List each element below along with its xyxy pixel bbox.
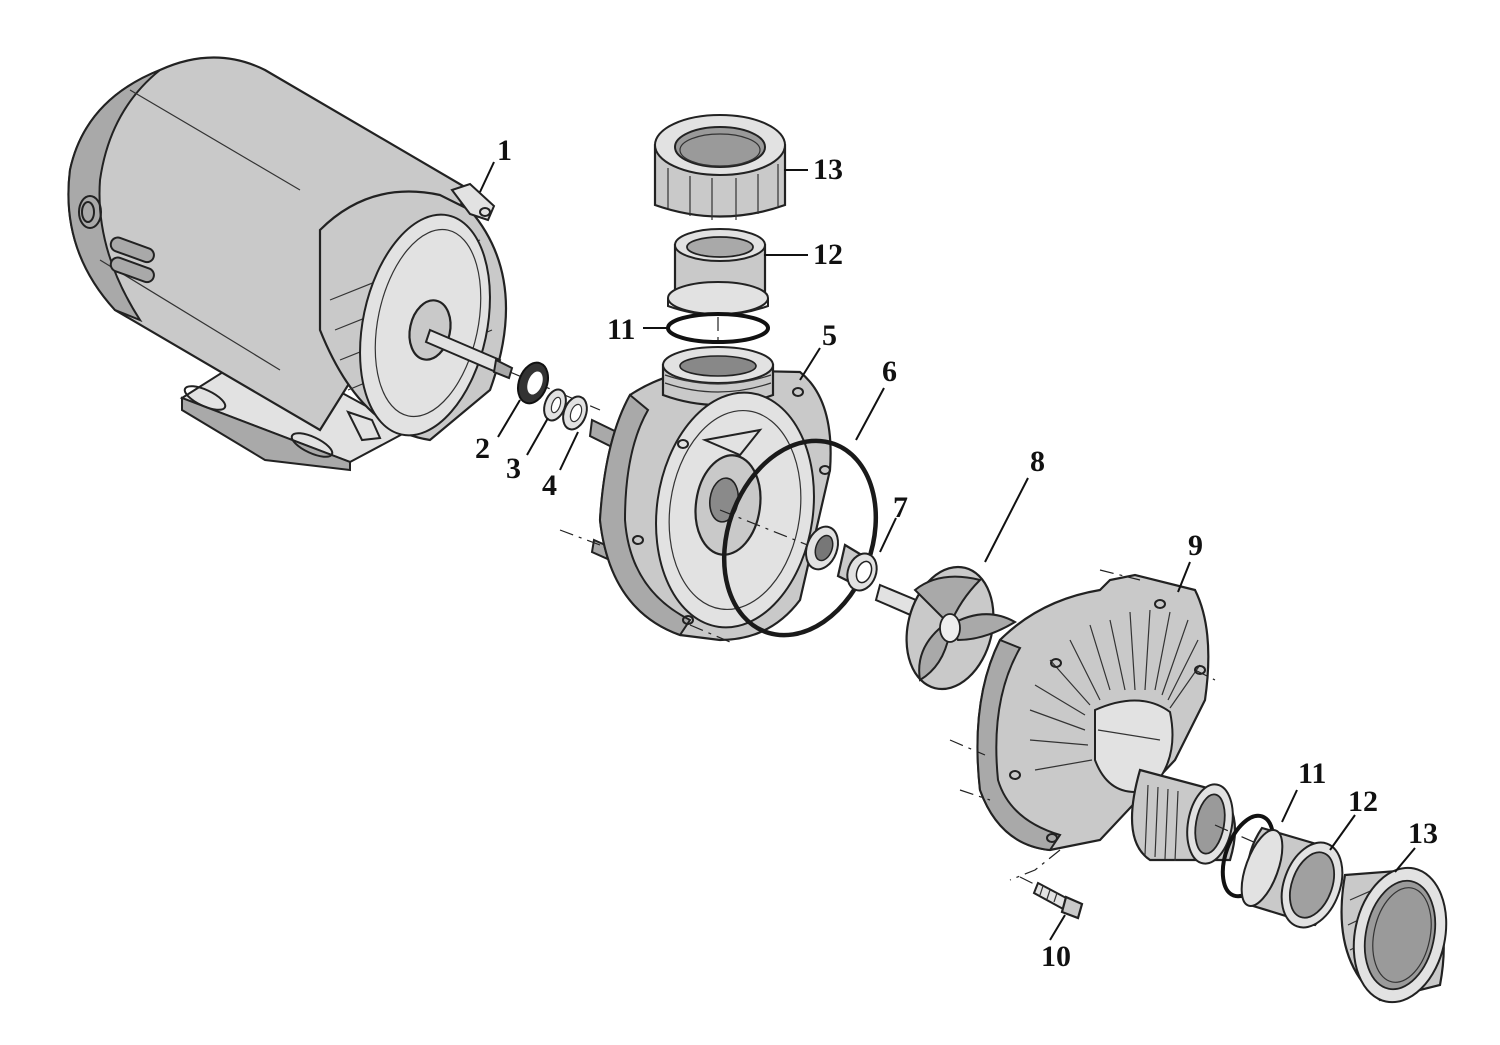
callout-11-side: 11 — [1298, 757, 1326, 790]
callout-7: 7 — [893, 491, 908, 524]
housing-axis-b — [949, 739, 986, 756]
callout-labels: 1 2 3 4 5 6 7 8 9 10 11 12 13 11 12 13 — [475, 134, 1438, 973]
callout-3: 3 — [506, 452, 521, 485]
bolt-part — [1032, 881, 1084, 920]
shaft-seal-part — [805, 525, 878, 592]
callout-10: 10 — [1041, 940, 1071, 973]
washer-4-part — [562, 395, 588, 431]
impeller-part — [874, 565, 1017, 691]
callout-11-top: 11 — [607, 313, 635, 346]
callout-13-top: 13 — [813, 153, 843, 186]
housing-axis-c — [959, 789, 991, 801]
housing-axis-e — [1194, 669, 1216, 681]
callout-2: 2 — [475, 432, 490, 465]
callout-9: 9 — [1188, 529, 1203, 562]
volute-axis-b — [689, 624, 731, 643]
callout-12-side: 12 — [1348, 785, 1378, 818]
callout-6: 6 — [882, 355, 897, 388]
tailpiece-top-part — [667, 228, 769, 316]
housing-axis-a — [1099, 569, 1141, 581]
pump-volute-part — [588, 346, 832, 642]
leader-lines — [479, 161, 1416, 941]
seal-washer-part — [517, 361, 549, 405]
callout-4: 4 — [542, 469, 557, 502]
volute-axis-a — [559, 529, 601, 546]
callout-8: 8 — [1030, 445, 1045, 478]
housing-axis-d — [1009, 849, 1061, 881]
volute-axis-c — [719, 509, 821, 551]
front-housing-part — [976, 573, 1237, 865]
tailpiece-side-part — [1240, 826, 1344, 929]
motor-part — [67, 56, 514, 472]
callout-12-top: 12 — [813, 238, 843, 271]
union-nut-top-part — [653, 114, 787, 220]
callout-13-side: 13 — [1408, 817, 1438, 850]
bolt-axis — [1019, 876, 1037, 886]
union-nut-side-part — [1340, 866, 1448, 1004]
callout-1: 1 — [497, 134, 512, 167]
callout-5: 5 — [822, 319, 837, 352]
